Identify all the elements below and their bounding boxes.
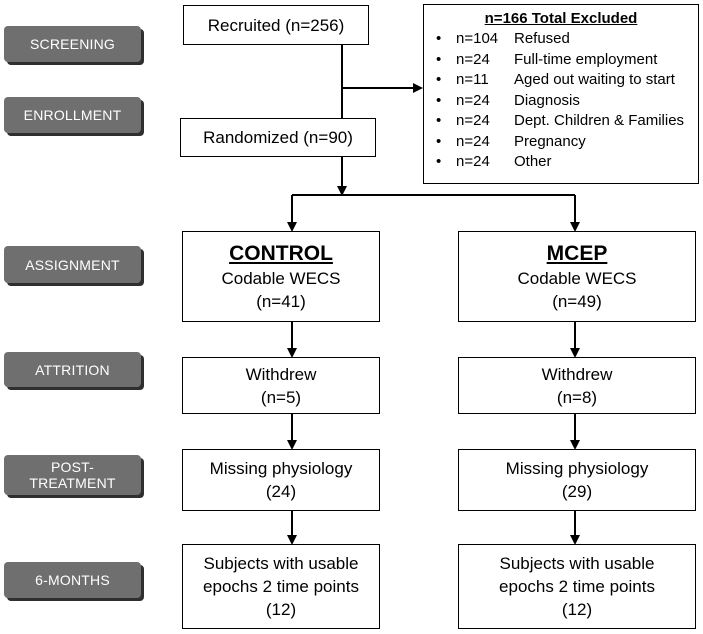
stage-six-months: 6-MONTHS xyxy=(4,562,141,598)
control-title: CONTROL xyxy=(229,241,333,265)
mcep-title: MCEP xyxy=(546,241,608,265)
mcep-subtitle: Codable WECS xyxy=(517,268,637,288)
exclusion-reason: Diagnosis xyxy=(514,91,580,109)
mcep-missing-label: Missing physiology xyxy=(505,459,649,478)
control-missing-box: Missing physiology (24) xyxy=(182,449,380,511)
control-n: (n=41) xyxy=(256,291,306,311)
stage-attrition: ATTRITION xyxy=(4,352,141,387)
randomized-text: Randomized (n=90) xyxy=(203,128,353,147)
randomized-box: Randomized (n=90) xyxy=(180,118,376,157)
exclusions-title: n=166 Total Excluded xyxy=(484,10,638,27)
mcep-n: (n=49) xyxy=(552,291,602,311)
stage-post-treatment-label-line1: POST- xyxy=(50,459,94,475)
exclusion-reason: Refused xyxy=(514,30,570,47)
stage-enrollment-label: ENROLLMENT xyxy=(23,107,122,123)
mcep-withdrew-label: Withdrew xyxy=(541,364,613,384)
stage-assignment: ASSIGNMENT xyxy=(4,246,141,283)
bullet-icon: • xyxy=(436,153,442,170)
bullet-icon: • xyxy=(436,50,442,68)
mcep-missing-box: Missing physiology (29) xyxy=(458,449,696,511)
control-withdrew-n: (n=5) xyxy=(260,387,302,407)
control-usable-n: (12) xyxy=(265,600,297,619)
control-withdrew-box: Withdrew (n=5) xyxy=(182,357,380,414)
exclusion-count: n=104 xyxy=(456,30,499,47)
stage-assignment-label: ASSIGNMENT xyxy=(25,256,120,273)
mcep-withdrew-n: (n=8) xyxy=(556,387,598,407)
control-subtitle: Codable WECS xyxy=(221,268,341,288)
mcep-usable-n: (12) xyxy=(561,600,593,619)
exclusion-reason: Aged out waiting to start xyxy=(514,71,675,88)
stage-attrition-label: ATTRITION xyxy=(35,361,110,378)
exclusion-count: n=24 xyxy=(456,132,490,150)
exclusion-item-aged-out: • n=11 Aged out waiting to start xyxy=(424,70,698,91)
exclusion-count: n=24 xyxy=(456,112,490,129)
mcep-assignment-box: MCEP Codable WECS (n=49) xyxy=(458,231,696,322)
exclusions-box: n=166 Total Excluded • n=104 Refused • n=24… xyxy=(423,4,699,184)
exclusion-count: n=24 xyxy=(456,50,490,68)
exclusion-reason: Pregnancy xyxy=(514,132,586,150)
bullet-icon: • xyxy=(436,30,442,47)
control-assignment-box: CONTROL Codable WECS (n=41) xyxy=(182,231,380,322)
exclusion-item-diagnosis: • n=24 Diagnosis xyxy=(424,91,698,112)
mcep-usable-line2: epochs 2 time points xyxy=(499,577,655,596)
exclusion-count: n=24 xyxy=(456,153,490,170)
control-usable-line1: Subjects with usable xyxy=(203,554,359,573)
mcep-missing-n: (29) xyxy=(561,482,593,501)
recruited-box: Recruited (n=256) xyxy=(183,5,369,45)
exclusion-count: n=11 xyxy=(456,71,489,88)
control-usable-line2: epochs 2 time points xyxy=(203,577,359,596)
exclusion-count: n=24 xyxy=(456,91,490,109)
control-withdrew-label: Withdrew xyxy=(245,364,317,384)
control-missing-label: Missing physiology xyxy=(209,459,353,478)
stage-screening-label: SCREENING xyxy=(29,36,116,52)
recruited-text: Recruited (n=256) xyxy=(207,15,345,35)
exclusion-item-dcf: • n=24 Dept. Children & Families xyxy=(424,111,698,132)
exclusion-item-other: • n=24 Other xyxy=(424,152,698,173)
exclusion-reason: Full-time employment xyxy=(514,50,658,68)
bullet-icon: • xyxy=(436,91,442,109)
exclusion-item-employment: • n=24 Full-time employment xyxy=(424,50,698,71)
mcep-usable-line1: Subjects with usable xyxy=(499,554,655,573)
control-missing-n: (24) xyxy=(265,482,297,501)
mcep-withdrew-box: Withdrew (n=8) xyxy=(458,357,696,414)
exclusion-item-refused: • n=104 Refused xyxy=(424,29,698,50)
bullet-icon: • xyxy=(436,71,442,88)
stage-post-treatment: POST- TREATMENT xyxy=(4,455,141,495)
exclusion-reason: Other xyxy=(514,153,552,170)
control-usable-box: Subjects with usable epochs 2 time point… xyxy=(182,544,380,629)
exclusion-item-pregnancy: • n=24 Pregnancy xyxy=(424,132,698,153)
exclusion-reason: Dept. Children & Families xyxy=(514,112,685,129)
mcep-usable-box: Subjects with usable epochs 2 time point… xyxy=(458,544,696,629)
stage-six-months-label: 6-MONTHS xyxy=(35,572,110,588)
bullet-icon: • xyxy=(436,112,442,129)
stage-post-treatment-label-line2: TREATMENT xyxy=(29,475,116,491)
stage-enrollment: ENROLLMENT xyxy=(4,97,141,133)
bullet-icon: • xyxy=(436,132,442,150)
stage-screening: SCREENING xyxy=(4,26,141,62)
